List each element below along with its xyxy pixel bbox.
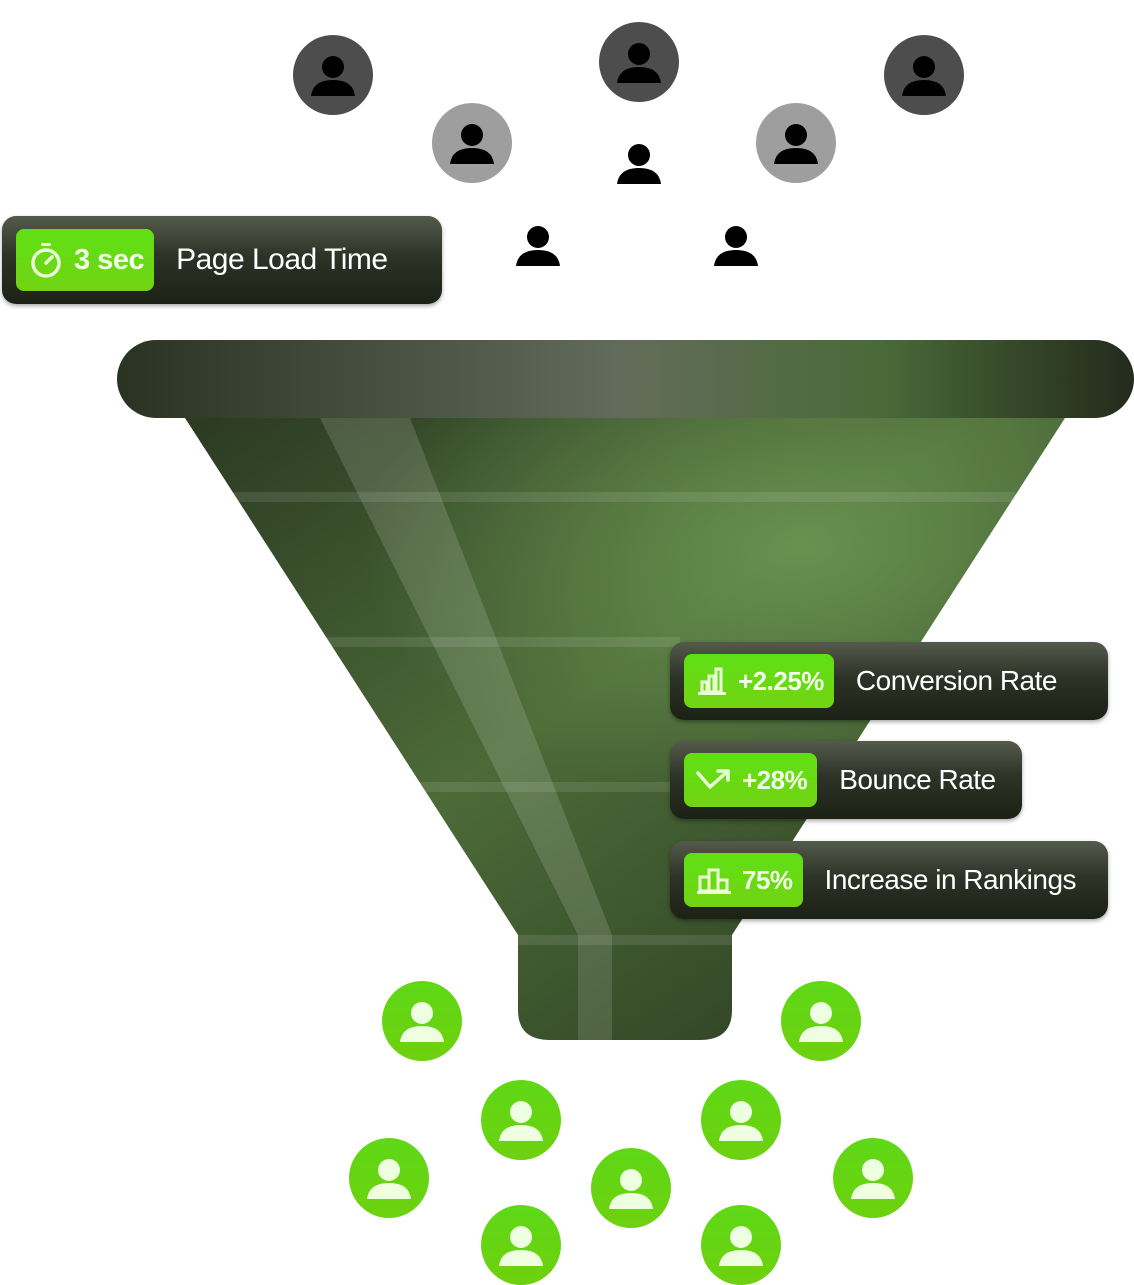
converted-user-avatar <box>781 981 861 1061</box>
visitor-avatar <box>516 226 560 266</box>
funnel <box>117 340 1134 1040</box>
conversion-rate-badge: +2.25% <box>684 654 834 708</box>
converted-user-avatar <box>481 1205 561 1285</box>
converted-user-avatar <box>349 1138 429 1218</box>
page-load-time-card: 3 sec Page Load Time <box>2 216 442 304</box>
page-load-time-badge: 3 sec <box>16 229 155 291</box>
visitor-avatar <box>599 22 679 102</box>
page-load-time-label: Page Load Time <box>176 243 388 276</box>
converted-user-avatar <box>591 1148 671 1228</box>
rankings-value: 75% <box>742 864 793 895</box>
user-icon <box>617 43 661 83</box>
visitor-avatar <box>884 35 964 115</box>
bar-chart-icon <box>698 667 726 695</box>
conversion-rate-value: +2.25% <box>738 665 824 696</box>
funnel-light-streak <box>320 418 612 935</box>
conversion-rate-card: +2.25% Conversion Rate <box>670 642 1108 720</box>
visitor-avatar <box>293 35 373 115</box>
user-icon <box>367 1159 411 1199</box>
user-icon <box>714 226 758 266</box>
user-icon <box>609 1169 653 1209</box>
user-icon <box>719 1226 763 1266</box>
user-icon <box>516 226 560 266</box>
visitor-avatar <box>617 144 661 184</box>
visitor-avatar <box>432 103 512 183</box>
user-icon <box>450 124 494 164</box>
funnel-rim <box>117 340 1134 418</box>
user-icon <box>851 1159 895 1199</box>
user-icon <box>499 1226 543 1266</box>
converted-user-avatar <box>481 1080 561 1160</box>
user-icon <box>617 144 661 184</box>
user-icon <box>719 1101 763 1141</box>
converted-user-avatar <box>701 1205 781 1285</box>
bounce-rate-label: Bounce Rate <box>839 764 996 795</box>
rankings-card: 75% Increase in Rankings <box>670 841 1108 919</box>
page-load-time-value: 3 sec <box>74 243 145 276</box>
visitor-avatar <box>756 103 836 183</box>
rankings-badge: 75% <box>684 853 803 907</box>
conversion-rate-label: Conversion Rate <box>855 665 1058 696</box>
converted-user-avatar <box>833 1138 913 1218</box>
converted-user-avatar <box>701 1080 781 1160</box>
user-icon <box>400 1002 444 1042</box>
user-icon <box>774 124 818 164</box>
user-icon <box>499 1101 543 1141</box>
bounce-rate-card: +28% Bounce Rate <box>670 741 1022 819</box>
user-icon <box>799 1002 843 1042</box>
bounce-rate-badge: +28% <box>684 753 818 807</box>
bounce-rate-value: +28% <box>742 764 808 795</box>
podium-icon <box>697 868 731 894</box>
user-icon <box>902 56 946 96</box>
converted-user-avatar <box>382 981 462 1061</box>
trend-arrow-icon <box>696 769 730 789</box>
rankings-label: Increase in Rankings <box>824 864 1077 895</box>
visitor-avatar <box>714 226 758 266</box>
user-icon <box>311 56 355 96</box>
stopwatch-icon <box>31 243 61 278</box>
